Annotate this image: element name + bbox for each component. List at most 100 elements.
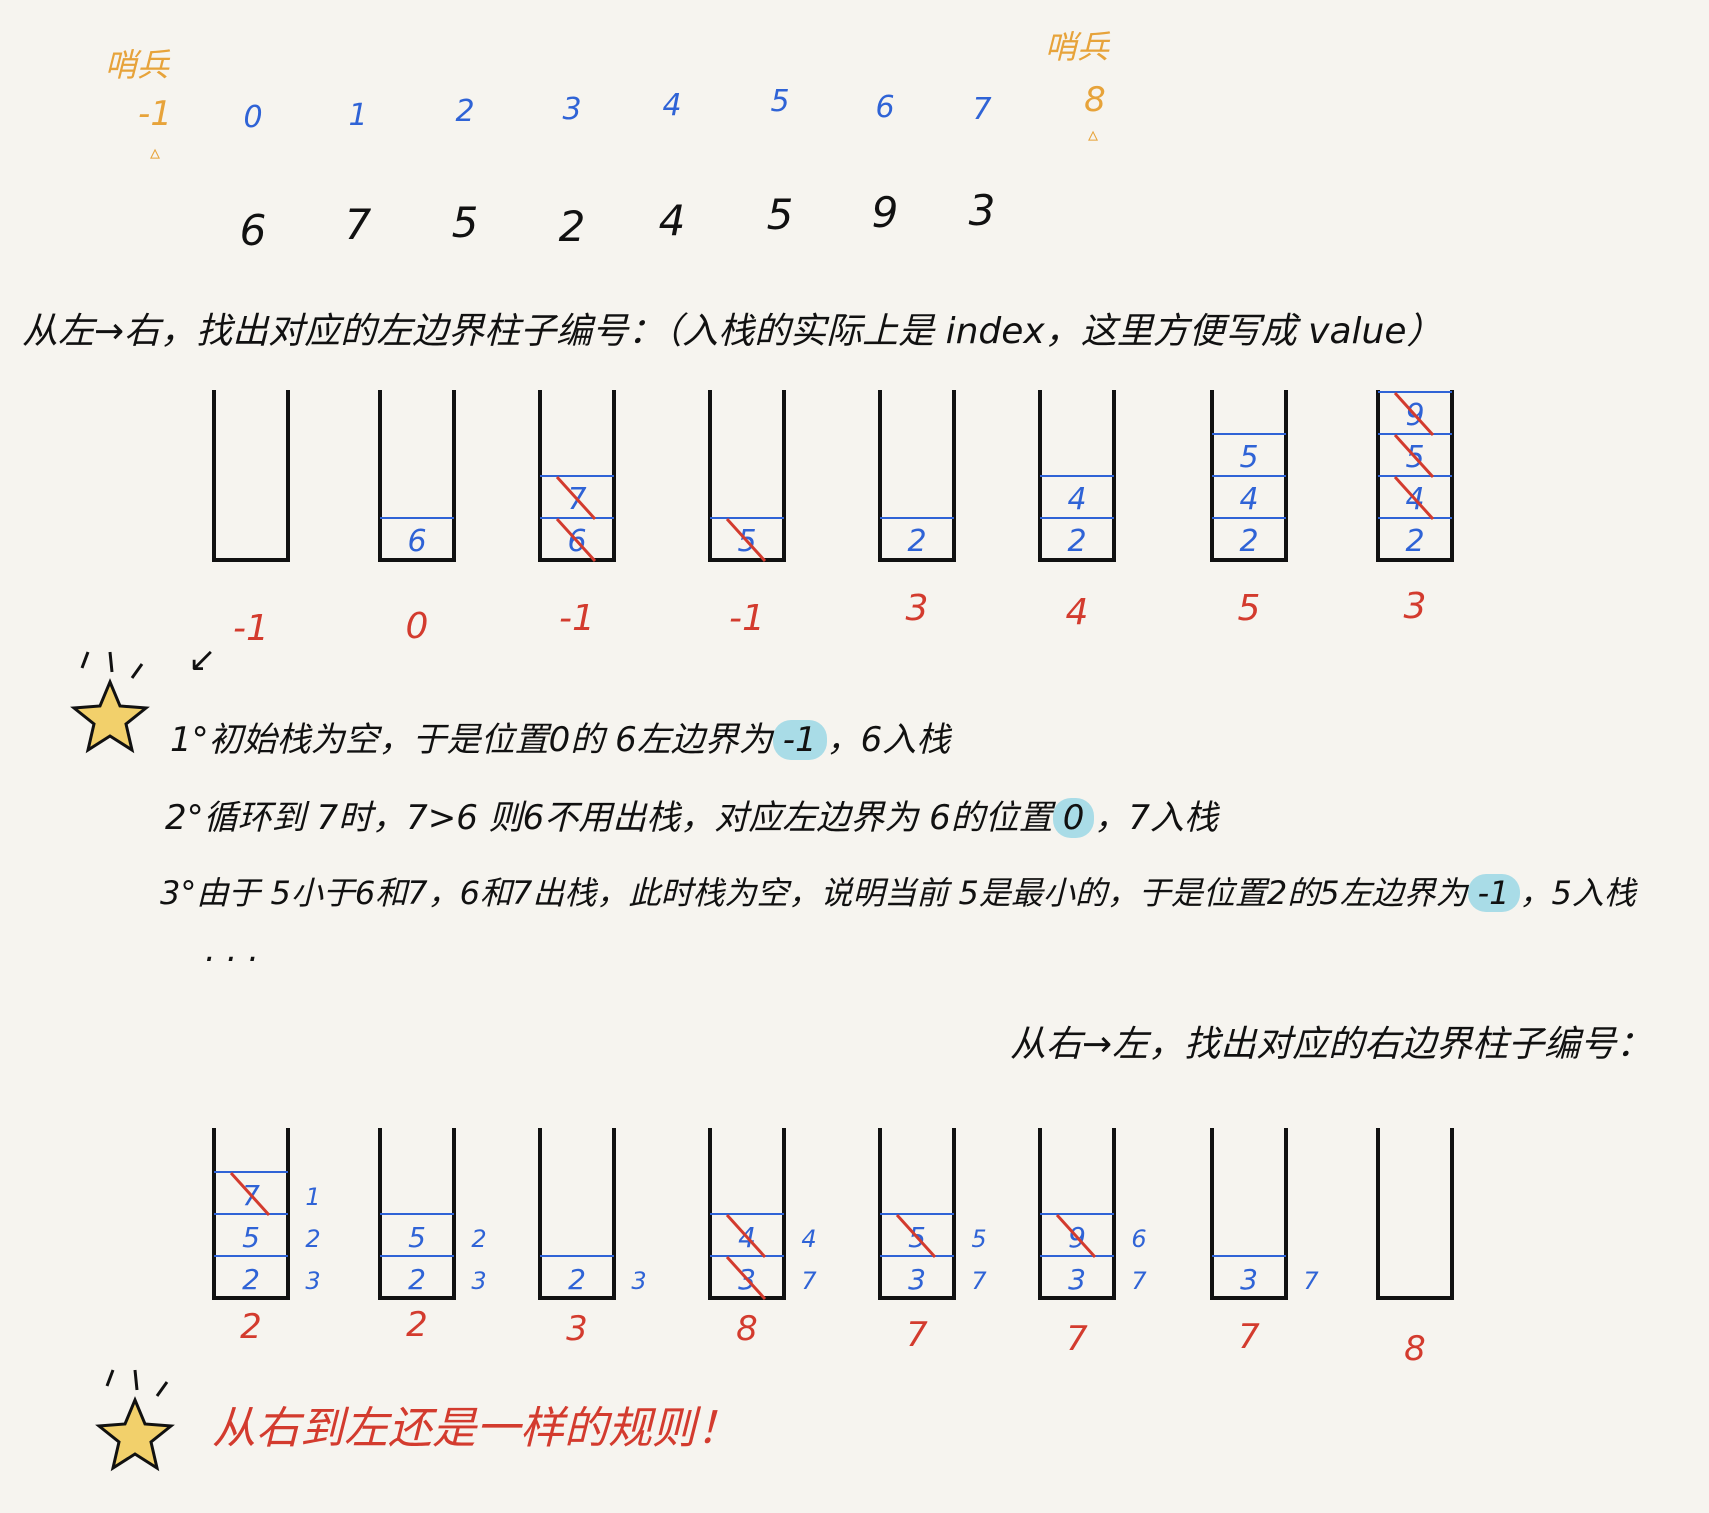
stack-item: 5 [1239,440,1258,475]
stack-index-label: 6 [1131,1225,1146,1253]
stack-item: 3 [1068,1263,1086,1296]
right-result: 3 [566,1309,588,1349]
step-3-highlight: -1 [1467,874,1520,912]
stack-item: 3 [1240,1263,1258,1296]
step-3-tail: ，5入栈 [1519,874,1636,912]
right-stack [1210,1128,1288,1300]
stack-index-label: 3 [471,1267,486,1295]
stack-index-label: 5 [971,1225,986,1253]
stack-index-label: 7 [971,1267,987,1295]
sentinel-right-marker: ▵ [1088,122,1099,146]
index-label: 6 [875,90,895,125]
arrow-down-icon: ↙ [188,640,217,680]
sentinel-left-marker: ▵ [150,140,161,164]
stack-item: 2 [1067,524,1086,559]
step-2-text: 2°循环到 7时，7>6 则6不用出栈，对应左边界为 6的位置 [165,798,1053,838]
sentinel-right-label: 哨兵 [1045,28,1110,66]
stack-item: 4 [1239,482,1258,517]
value-label: 9 [871,188,899,237]
step-2-highlight: 0 [1052,798,1095,838]
cross-mark [725,1213,767,1259]
left-result: 3 [1404,586,1427,627]
step-1-text: 1°初始栈为空，于是位置0的 6左边界为 [170,720,773,760]
cross-mark [1393,475,1435,521]
left-result: -1 [559,598,595,639]
right-result: 7 [1066,1319,1088,1359]
sentinel-left-index: -1 [138,94,172,134]
step-1-tail: ，6入栈 [826,720,951,760]
bottom-note: 从右到左还是一样的规则！ [212,1403,740,1454]
stack-index-label: 7 [1131,1267,1147,1295]
sentinel-right-index: 8 [1084,80,1106,120]
index-label: 1 [348,98,368,133]
stack-item: 2 [907,524,926,559]
left-result: -1 [729,598,765,639]
stack-index-label: 3 [305,1267,320,1295]
stack-item: 5 [242,1221,260,1254]
value-label: 4 [658,196,686,245]
right-result: 2 [406,1305,428,1345]
stack-index-label: 2 [471,1225,486,1253]
stack-index-label: 1 [305,1183,320,1211]
right-result: 2 [240,1307,262,1347]
left-heading: 从左→右，找出对应的左边界柱子编号：（入栈的实际上是 index，这里方便写成 … [22,311,1443,352]
value-label: 5 [451,198,479,247]
right-stack [538,1128,616,1300]
stack-item: 2 [1239,524,1258,559]
cross-mark [725,517,767,563]
step-3: 3°由于 5小于6和7，6和7出栈，此时栈为空，说明当前 5是最小的，于是位置2… [160,868,1636,914]
stack-index-label: 7 [1303,1267,1319,1295]
cross-mark [1393,391,1435,437]
value-label: 6 [239,206,267,255]
sentinel-left-label: 哨兵 [105,46,170,84]
cross-mark [555,475,597,521]
step-1: 1°初始栈为空，于是位置0的 6左边界为-1，6入栈 [170,712,950,761]
stack-item: 2 [408,1263,426,1296]
cross-mark [555,517,597,563]
right-heading: 从右→左，找出对应的右边界柱子编号： [1010,1024,1653,1065]
left-result: -1 [233,608,269,649]
stack-item: 2 [242,1263,260,1296]
left-result: 4 [1066,592,1089,633]
index-label: 5 [770,84,790,119]
index-label: 3 [562,92,582,127]
value-label: 2 [558,202,586,251]
star-icon-bottom [85,1368,185,1482]
value-label: 5 [766,190,794,239]
step-1-highlight: -1 [772,720,827,760]
stack-item: 4 [1067,482,1086,517]
left-result: 3 [906,588,929,629]
value-label: 7 [344,200,372,249]
cross-mark [1055,1213,1097,1259]
step-2-tail: ，7入栈 [1094,798,1218,838]
stack-item: 5 [408,1221,426,1254]
right-result: 7 [906,1315,928,1355]
step-3-text: 3°由于 5小于6和7，6和7出栈，此时栈为空，说明当前 5是最小的，于是位置2… [160,874,1468,912]
stack-index-label: 7 [801,1267,817,1295]
left-result: 0 [406,606,429,647]
stack-index-label: 2 [305,1225,320,1253]
right-stack [1376,1128,1454,1300]
index-label: 4 [662,88,682,123]
stack-index-label: 4 [801,1225,816,1253]
cross-mark [895,1213,937,1259]
stack-item: 3 [908,1263,926,1296]
left-stack [378,390,456,562]
right-result: 8 [1404,1329,1426,1369]
stack-index-label: 3 [631,1267,646,1295]
right-result: 8 [736,1309,758,1349]
stack-item: 2 [568,1263,586,1296]
left-stack [212,390,290,562]
star-icon [60,650,160,764]
cross-mark [229,1171,271,1217]
stack-item: 6 [407,524,426,559]
cross-mark [1393,433,1435,479]
step-ellipsis: . . . [205,930,260,970]
stack-item: 2 [1405,524,1424,559]
index-label: 0 [243,100,263,135]
index-label: 2 [455,94,475,129]
left-stack [878,390,956,562]
left-stack [708,390,786,562]
